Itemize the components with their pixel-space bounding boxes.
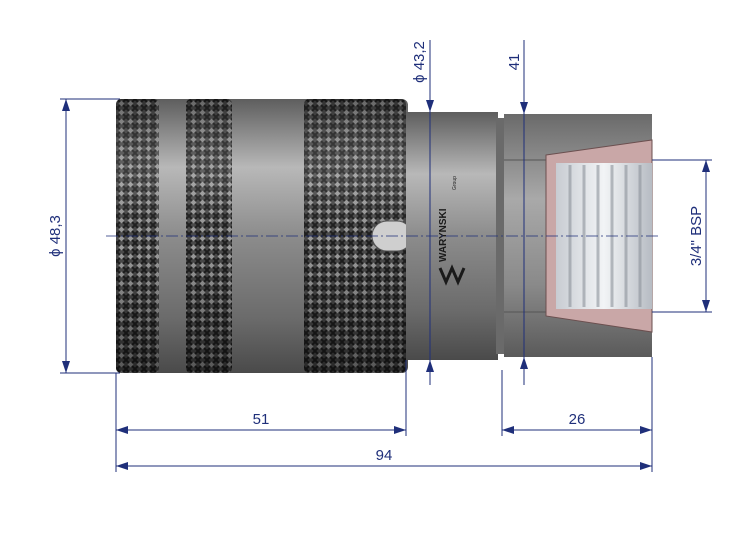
dim-outer-diameter: ϕ 48,3 (47, 215, 64, 257)
brand-text: WARYNSKI (438, 208, 449, 262)
dim-total-length: 94 (376, 447, 393, 464)
dimension-lines (60, 40, 712, 472)
waryński-logo: WARYNSKI Group (438, 176, 466, 286)
dim-thread-length: 26 (569, 411, 586, 428)
dim-mid-diameter: ϕ 43,2 (411, 41, 428, 83)
dim-sleeve-length: 51 (253, 411, 270, 428)
dim-thread: 3/4" BSP (688, 206, 705, 266)
dimension-arrows (62, 99, 710, 470)
dim-hex: 41 (506, 54, 523, 71)
brand-subtext: Group (452, 176, 458, 190)
